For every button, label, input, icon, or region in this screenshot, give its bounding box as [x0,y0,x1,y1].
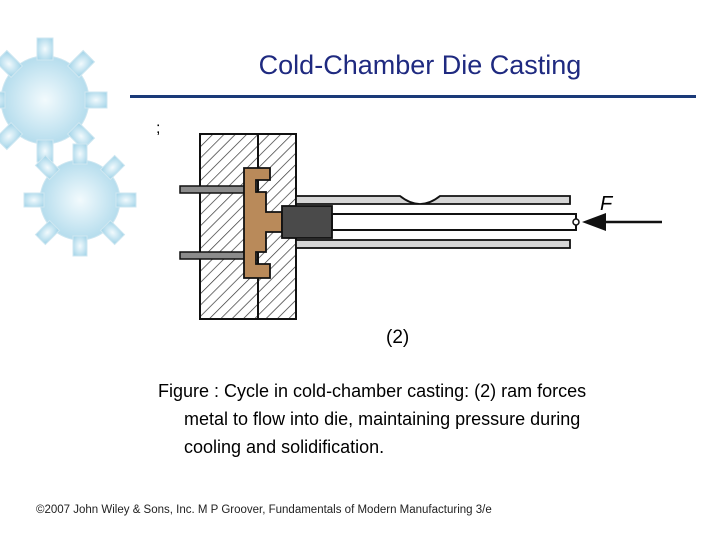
slide-title: Cold‑Chamber Die Casting [258,50,582,80]
title-rule [130,95,696,98]
shot-sleeve [295,195,571,249]
gears-decoration [0,37,137,257]
caption-line-3: cooling and solidification. [184,437,385,457]
gear-icon-small [23,143,137,257]
ram-head [281,205,333,239]
figure-caption: Figure : Cycle in cold‑chamber casting: … [158,377,678,461]
force-label: F [600,193,614,215]
stray-marker: ; [156,120,161,137]
arrow-left-icon [582,213,662,231]
gear-icon-large [0,37,108,163]
copyright-footer: ©2007 John Wiley & Sons, Inc. M P Groove… [36,504,492,516]
die-casting-diagram: F [179,133,662,320]
figure-step-label: (2) [386,327,410,348]
ram-rod [331,213,577,231]
caption-line-1: Figure : Cycle in cold‑chamber casting: … [158,381,587,401]
caption-line-2: metal to flow into die, maintaining pres… [184,409,581,429]
